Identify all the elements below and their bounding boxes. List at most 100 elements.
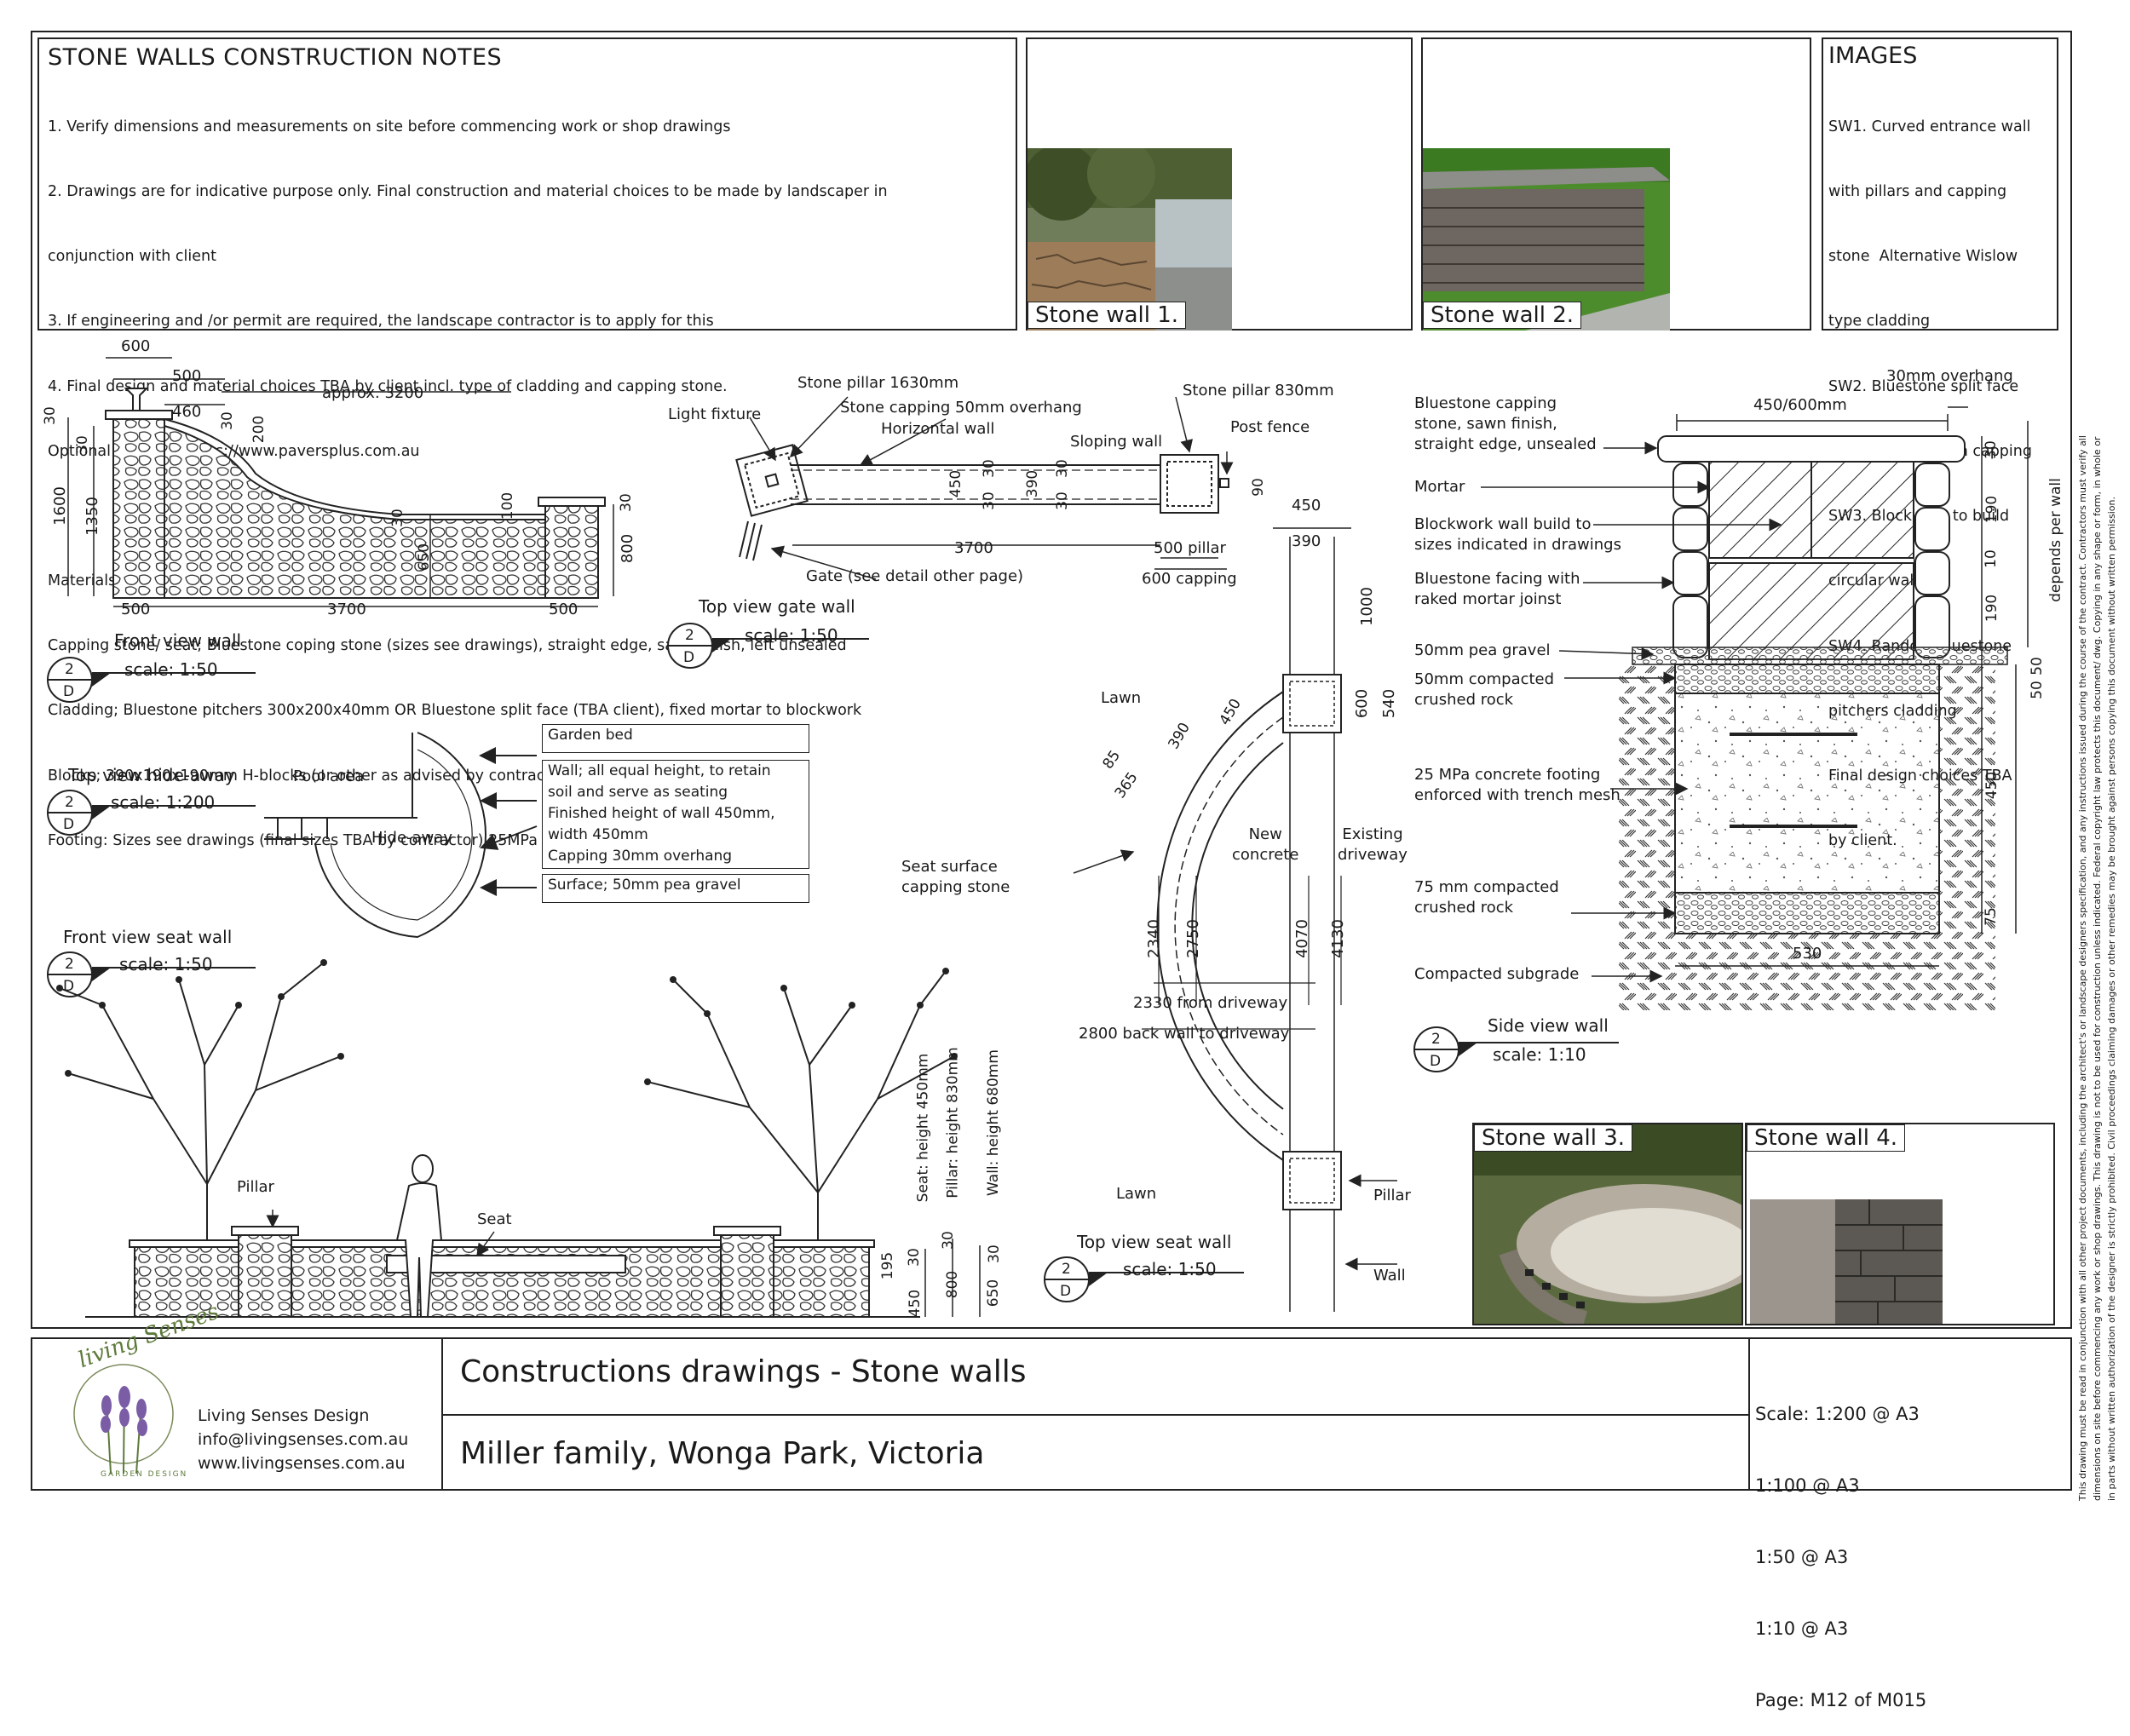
company-email[interactable]: info@livingsenses.com.au <box>198 1430 409 1449</box>
seatfront-dim-30a: 30 <box>905 1248 923 1267</box>
side-dim-50b: 50 <box>2028 681 2046 699</box>
seattop-marker-bottom: D <box>1060 1283 1072 1300</box>
images-line: with pillars and capping <box>1828 183 2007 201</box>
images-line: SW1. Curved entrance wall <box>1828 118 2031 135</box>
side-marker-bottom: D <box>1430 1053 1442 1070</box>
side-marker-top: 2 <box>1431 1031 1441 1048</box>
scale-marker-side <box>1413 1026 1619 1072</box>
company-web[interactable]: www.livingsenses.com.au <box>198 1454 406 1473</box>
seat-top-pillar-2 <box>1282 1151 1342 1210</box>
person-figure-icon <box>395 1154 443 1318</box>
images-title: IMAGES <box>1828 43 1918 69</box>
seattop-new: New concrete <box>1232 825 1299 864</box>
seatfront-dim-30b: 30 <box>939 1231 957 1250</box>
seat-top-pillar-1 <box>1282 674 1342 733</box>
project-name: Miller family, Wonga Park, Victoria <box>460 1436 985 1471</box>
brand-sub: GARDEN DESIGN <box>101 1470 188 1479</box>
side-dim-530: 530 <box>1793 945 1822 963</box>
side-width: 450/600mm <box>1753 396 1847 414</box>
seatfront-dim-195: 195 <box>879 1251 897 1280</box>
capping-stone <box>1657 435 1966 463</box>
gate-pillar830: Stone pillar 830mm <box>1183 382 1334 400</box>
fv-dim-500-top: 500 <box>172 367 202 385</box>
seattop-dim-600: 600 <box>1353 688 1372 719</box>
fv-dim-650: 650 <box>416 543 434 572</box>
seattop-dim-390: 390 <box>1292 532 1321 550</box>
seatfront-pillar: Pillar <box>237 1178 274 1196</box>
seat-capping <box>386 1255 626 1273</box>
notes-line: 1. Verify dimensions and measurements on… <box>48 118 731 135</box>
side-dim-190a: 190 <box>1983 495 2001 524</box>
seatfront-dim-650: 650 <box>985 1279 1003 1308</box>
gate-marker-top: 2 <box>685 627 694 644</box>
side-dim-450: 450 <box>1983 771 2001 800</box>
side-crushed50: 50mm compacted crushed rock <box>1414 670 1555 709</box>
seattop-wall: Wall <box>1373 1267 1406 1285</box>
callout-wall: Wall; all equal height, to retain soil a… <box>542 760 809 869</box>
photo-box-sw4: Stone wall 4. <box>1745 1123 2055 1325</box>
fv-dim-30-a: 30 <box>41 406 59 425</box>
side-mortar: Mortar <box>1414 478 1465 496</box>
fv-scale: scale: 1:50 <box>124 659 218 680</box>
scale-marker-front-wall <box>47 657 256 703</box>
seattop-dim-2340: 2340 <box>1144 919 1163 958</box>
hide-hide: Hide-away <box>371 829 452 847</box>
seatfront-dim-30c: 30 <box>985 1245 1003 1263</box>
gate-dim-30b: 30 <box>980 491 998 510</box>
notes-line: 3. If engineering and /or permit are req… <box>48 313 714 331</box>
photo-stone-wall-2 <box>1423 148 1670 331</box>
seattop-pillar: Pillar <box>1373 1187 1411 1204</box>
seattop-dim-450a: 450 <box>1292 497 1321 514</box>
scale-list: Scale: 1:200 @ A3 1:100 @ A3 1:50 @ A3 1… <box>1755 1354 1926 1736</box>
notes-line: Materials: <box>48 572 122 589</box>
scale-marker-seat-top <box>1044 1256 1244 1302</box>
side-crushed75: 75 mm compacted crushed rock <box>1414 878 1559 917</box>
seattop-dim-540: 540 <box>1380 688 1399 719</box>
notes-line: conjunction with client <box>48 248 216 266</box>
photo-box-sw1: Stone wall 1. <box>1026 37 1413 331</box>
photo-caption-sw1: Stone wall 1. <box>1028 302 1187 329</box>
right-pillar <box>544 503 599 599</box>
side-depends: depends per wall <box>2047 478 2064 602</box>
hide-title: Top view hide-away <box>68 765 235 785</box>
photo-caption-sw4: Stone wall 4. <box>1747 1124 1906 1152</box>
lantern-icon <box>124 388 149 411</box>
fv-marker-top: 2 <box>65 661 74 678</box>
hide-scale: scale: 1:200 <box>111 792 216 813</box>
hide-pool: Pool area <box>293 767 365 785</box>
scale-line: 1:100 @ A3 <box>1755 1475 1860 1496</box>
images-line: stone Alternative Wislow <box>1828 248 2018 266</box>
construction-notes-box: STONE WALLS CONSTRUCTION NOTES 1. Verify… <box>37 37 1017 849</box>
pea-gravel-layer <box>1632 647 2008 665</box>
seatfront-scale: scale: 1:50 <box>119 954 213 974</box>
fv-dim-3700: 3700 <box>327 601 366 618</box>
seatfront-vlabel-wall: Wall: height 680mm <box>984 1049 1002 1196</box>
drawing-frame <box>31 31 2072 1329</box>
tree-right-icon <box>647 970 955 1244</box>
side-title: Side view wall <box>1488 1015 1609 1036</box>
scale-marker-hideaway <box>47 790 256 836</box>
images-line: SW2. Bluestone split face <box>1828 377 2019 395</box>
seattop-lawn-2: Lawn <box>1116 1185 1157 1203</box>
side-dim-190b: 190 <box>1983 594 2001 623</box>
photo-stone-wall-4 <box>1750 1199 1943 1324</box>
gate-dim-30c: 30 <box>1053 459 1071 478</box>
images-line: type cladding <box>1828 313 1931 331</box>
crushed-rock-75 <box>1674 892 1940 934</box>
hideaway-drawing <box>264 732 538 939</box>
gate-title: Top view gate wall <box>699 596 855 617</box>
photo-caption-sw3: Stone wall 3. <box>1474 1124 1633 1152</box>
tree-dots <box>56 959 958 1085</box>
scale-line: 1:50 @ A3 <box>1755 1547 1849 1567</box>
concrete-footing <box>1674 693 1940 894</box>
company-info: Living Senses Design info@livingsenses.c… <box>198 1404 408 1475</box>
seattop-dim-2800: 2800 back wall to driveway <box>1079 1025 1290 1043</box>
seatfront-vlabel-seat: Seat: height 450mm <box>914 1053 932 1203</box>
fv-dim-30-d: 30 <box>389 509 406 527</box>
seat-pillar-right <box>720 1233 774 1318</box>
fv-dim-500-bl: 500 <box>121 601 151 618</box>
lavender-logo-icon <box>73 1364 174 1474</box>
fv-dim-200: 200 <box>250 415 268 444</box>
side-overhang: 30mm overhang <box>1886 367 2013 385</box>
fv-dim-1350: 1350 <box>83 497 101 536</box>
